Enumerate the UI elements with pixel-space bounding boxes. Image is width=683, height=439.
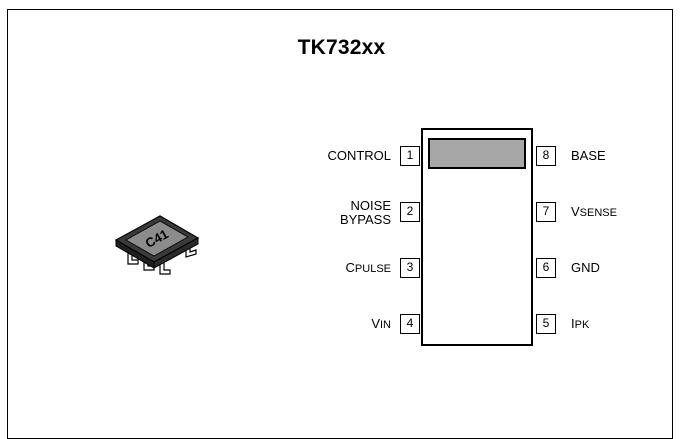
pin-2-label-line2: BYPASS xyxy=(339,212,391,227)
pin-4-label-cap: V xyxy=(371,316,380,331)
diagram-title: TK732xx xyxy=(297,36,386,59)
pin-1-label: CONTROL xyxy=(327,148,391,163)
pin-5-box: 5 xyxy=(536,314,556,334)
pin-5-number: 5 xyxy=(542,316,550,330)
pin-2-label-line1: NOISE xyxy=(350,198,391,213)
pin-6-number: 6 xyxy=(542,260,550,274)
pin-2-number: 2 xyxy=(406,204,414,218)
pin-4-number: 4 xyxy=(406,316,414,330)
pin-8-number: 8 xyxy=(542,148,550,162)
pin-5-label-cap: I xyxy=(571,316,575,331)
pin-3-label-cap: C xyxy=(345,260,355,275)
pin-7-label-cap: V xyxy=(571,204,580,219)
pin-6-box: 6 xyxy=(536,258,556,278)
pin-7-box: 7 xyxy=(536,202,556,222)
pin-7-number: 7 xyxy=(542,204,550,218)
pin-8-label: BASE xyxy=(571,148,606,163)
pin-1-number: 1 xyxy=(406,148,414,162)
pin-3-label-sub: PULSE xyxy=(354,263,391,275)
pin-2-label: NOISE BYPASS xyxy=(290,199,391,227)
pin-3-number: 3 xyxy=(406,260,414,274)
package-body xyxy=(114,215,200,269)
pin-1-box: 1 xyxy=(400,146,420,166)
pin-3-label: CPULSE xyxy=(290,261,391,276)
pin-8-box: 8 xyxy=(536,146,556,166)
pin-6-label: GND xyxy=(571,260,600,275)
pin-5-label: IPK xyxy=(571,317,589,332)
pin-5-label-sub: PK xyxy=(574,319,590,331)
pin-4-label: VIN xyxy=(290,317,391,332)
pin-7-label: VSENSE xyxy=(571,205,617,220)
pin-4-box: 4 xyxy=(400,314,420,334)
ic-marking-window xyxy=(428,138,526,169)
pin-7-label-sub: SENSE xyxy=(579,207,617,219)
package-illustration: C41 xyxy=(114,215,200,275)
pin-4-label-sub: IN xyxy=(380,319,391,331)
pin-3-box: 3 xyxy=(400,258,420,278)
pin-2-box: 2 xyxy=(400,202,420,222)
